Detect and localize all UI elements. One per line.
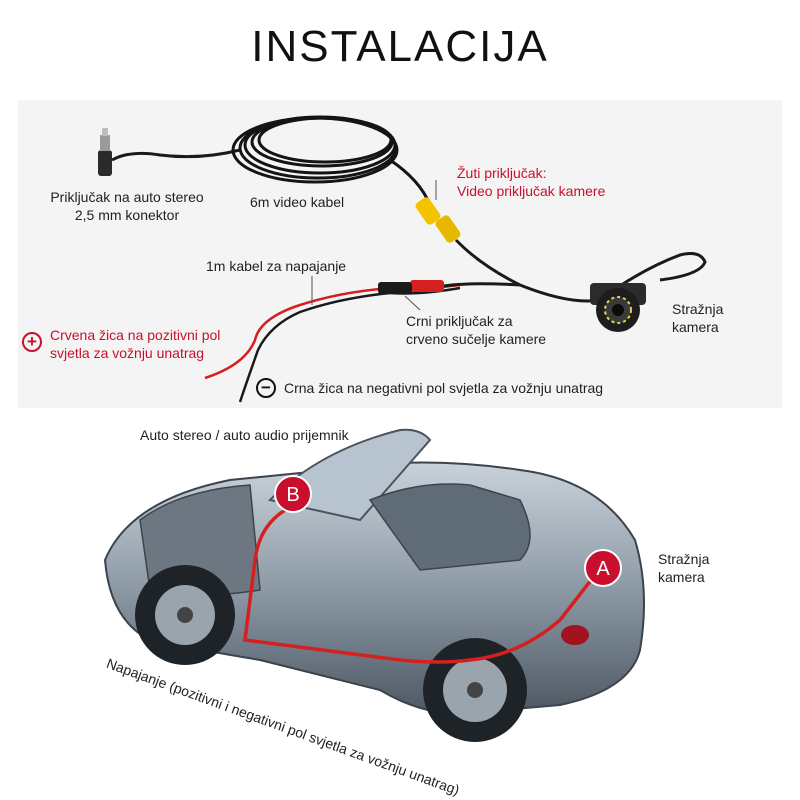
tail-light <box>561 625 589 645</box>
label-red-wire: Crvena žica na pozitivni pol svjetla za … <box>50 327 221 361</box>
camera-cable <box>599 252 707 302</box>
cable-diagram-panel <box>18 100 782 408</box>
label-power-cable: 1m kabel za napajanje <box>206 258 347 274</box>
page-title: INSTALACIJA <box>251 22 549 71</box>
label-yellow-connector-title: Žuti priključak: <box>457 165 547 181</box>
label-car-stereo: Auto stereo / auto audio prijemnik <box>140 427 349 443</box>
rear-wheel-icon <box>423 638 527 742</box>
yellow-rca-connector-icon <box>415 197 601 303</box>
jack-connector-icon <box>98 128 241 176</box>
label-rear-camera-bottom: Stražnja kamera <box>658 551 710 585</box>
minus-icon: − <box>256 378 276 398</box>
front-wheel-icon <box>135 565 235 665</box>
label-yellow-connector-desc: Video priključak kamere <box>457 183 606 199</box>
marker-b-text: B <box>286 484 299 506</box>
label-black-connector: Crni priključak za crveno sučelje kamere <box>406 313 547 347</box>
power-cable-icon <box>204 280 521 403</box>
plus-icon: + <box>22 332 42 352</box>
coiled-cable-icon <box>231 115 432 206</box>
label-stereo-connector: Priključak na auto stereo 2,5 mm konekto… <box>50 189 204 223</box>
marker-b-icon: B <box>274 475 312 513</box>
marker-a-text: A <box>596 558 610 580</box>
rear-camera-icon <box>590 283 646 332</box>
wiring-route <box>243 503 597 664</box>
marker-a-icon: A <box>584 549 622 587</box>
seats <box>368 483 531 571</box>
leader-lines <box>311 180 437 311</box>
label-black-wire: Crna žica na negativni pol svjetla za vo… <box>284 380 604 396</box>
label-rear-camera-top: Stražnja kamera <box>672 301 724 335</box>
label-video-cable: 6m video kabel <box>250 194 345 210</box>
